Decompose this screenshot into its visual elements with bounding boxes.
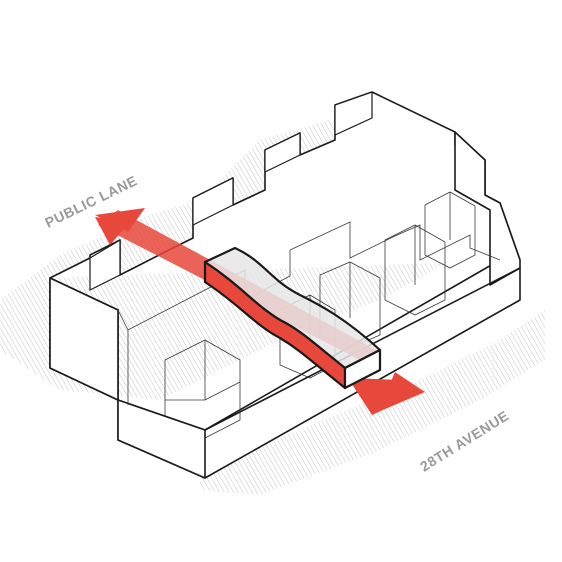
bridge-volume bbox=[203, 246, 382, 390]
bridge-end bbox=[343, 348, 382, 390]
sawtooth-1 bbox=[89, 239, 121, 291]
building-massing bbox=[49, 91, 521, 479]
sawtooth-4 bbox=[334, 91, 373, 136]
arrow-head-east bbox=[378, 372, 425, 412]
sawtooth-3 bbox=[264, 132, 301, 173]
arrow-head-west-tip bbox=[95, 217, 130, 245]
arrow-head-west bbox=[95, 208, 145, 232]
front-base bbox=[117, 399, 206, 479]
east-block bbox=[454, 131, 521, 286]
sawtooth-2 bbox=[192, 177, 234, 226]
